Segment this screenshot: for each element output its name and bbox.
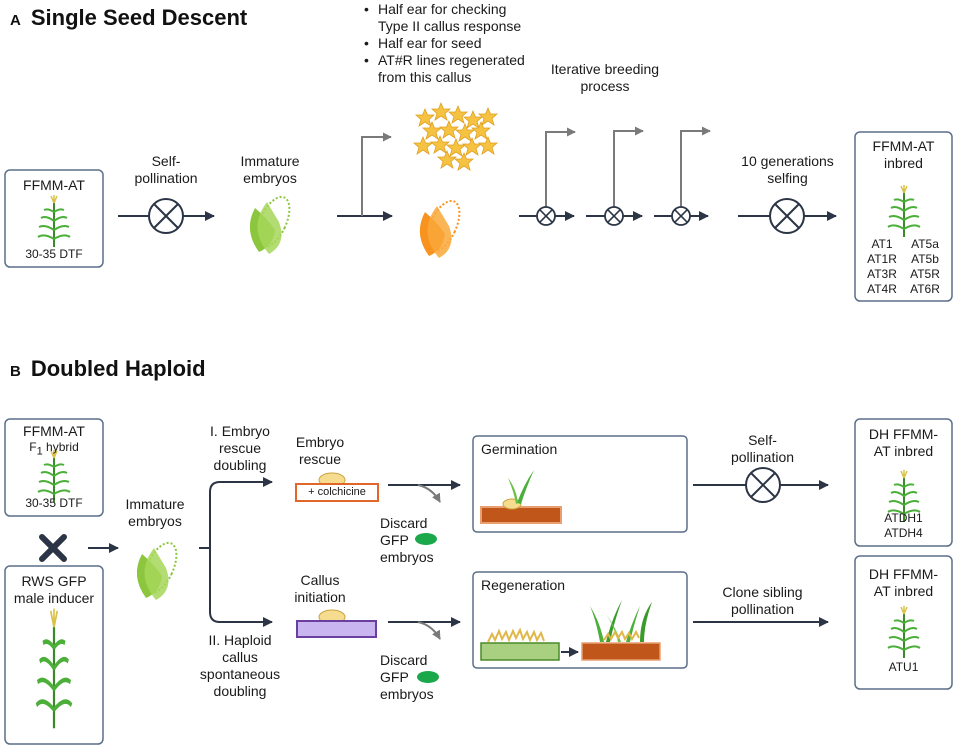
corn-cob-icon bbox=[136, 541, 178, 600]
cross-icon bbox=[604, 206, 624, 226]
callus-initiation-box bbox=[296, 620, 377, 638]
route-1-arrow bbox=[209, 477, 273, 548]
cross-icon bbox=[148, 198, 184, 234]
note-2: Half ear for seed bbox=[364, 35, 525, 52]
panel-a-header: A Single Seed Descent bbox=[10, 5, 247, 31]
self-pollination-b-label: Self-pollination bbox=[730, 432, 795, 465]
cross-icon bbox=[769, 198, 805, 234]
discard-arrow bbox=[417, 621, 441, 640]
callus-bar bbox=[480, 642, 560, 661]
colchicine-box bbox=[295, 483, 379, 502]
start-box-dtf: 30-35 DTF bbox=[25, 247, 83, 261]
panel-b-letter: B bbox=[10, 363, 21, 380]
branch-up-arrow bbox=[361, 132, 392, 216]
callus-icon bbox=[487, 627, 545, 643]
panel-a-letter: A bbox=[10, 12, 21, 29]
cross-icon bbox=[536, 206, 556, 226]
route-2-arrow bbox=[209, 548, 273, 627]
hybrid-label: F1 hybrid bbox=[29, 440, 79, 458]
dh-box-2-lines: ATU1 bbox=[888, 660, 919, 674]
hybrid-box-dtf: 30-35 DTF bbox=[25, 496, 83, 510]
branch-up-arrow bbox=[613, 126, 644, 216]
panel-b-title: Doubled Haploid bbox=[30, 356, 206, 381]
gfp-embryo-icon bbox=[415, 533, 437, 545]
branch-up-arrow bbox=[680, 126, 711, 216]
soil-bar bbox=[581, 642, 661, 661]
seedling-icon bbox=[502, 470, 534, 510]
germination-label: Germination bbox=[481, 441, 558, 457]
colchicine-label: + colchicine bbox=[308, 486, 366, 498]
panel-b-header: B Doubled Haploid bbox=[10, 356, 206, 382]
callus-icon bbox=[413, 102, 498, 171]
dh-box-1-title: DH FFMM-AT inbred bbox=[868, 426, 939, 459]
gfp-embryo-icon bbox=[417, 671, 439, 683]
corn-cob-icon bbox=[419, 199, 461, 258]
self-pollination-label: Self-pollination bbox=[134, 153, 198, 186]
hybrid-box-name: FFMM-AT bbox=[23, 423, 85, 439]
panel-a-title: Single Seed Descent bbox=[30, 5, 248, 30]
cross-symbol-icon bbox=[39, 534, 67, 562]
discard-arrow bbox=[417, 484, 441, 503]
start-box-name: FFMM-AT bbox=[23, 177, 85, 193]
corn-cob-icon bbox=[249, 195, 291, 254]
regeneration-label: Regeneration bbox=[481, 577, 566, 593]
seedling-icon bbox=[590, 600, 652, 642]
soil-bar bbox=[480, 506, 562, 524]
cross-icon bbox=[671, 206, 691, 226]
branch-up-arrow bbox=[545, 127, 576, 216]
cross-icon bbox=[745, 467, 781, 503]
dh-box-2-title: DH FFMM-AT inbred bbox=[868, 566, 939, 599]
